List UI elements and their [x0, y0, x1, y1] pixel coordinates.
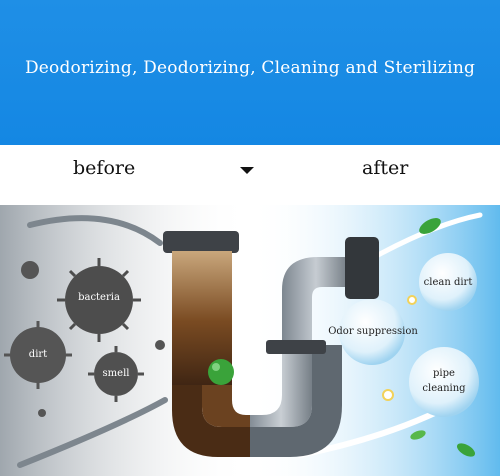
bubble-clean-dirt — [419, 253, 477, 311]
header-banner: Deodorizing, Deodorizing, Cleaning and S… — [0, 0, 500, 145]
pipe-inlet-collar — [163, 231, 239, 253]
before-after-illustration — [0, 205, 500, 476]
germ-small — [155, 340, 165, 350]
banner-title: Deodorizing, Deodorizing, Cleaning and S… — [24, 58, 476, 78]
benefit-label-clean-dirt: clean dirt — [423, 277, 473, 288]
germ-label-smell: smell — [102, 368, 130, 379]
clean-pipe-elbow — [282, 257, 350, 340]
germ-small — [21, 261, 39, 279]
leaf-icon — [456, 443, 476, 457]
pipe-outlet-collar — [345, 237, 379, 299]
benefit-label-odor-suppression: Odor suppression — [328, 326, 418, 337]
swoosh-arrow — [17, 397, 168, 468]
bubble-odor-suppression — [339, 299, 405, 365]
after-label: after — [362, 157, 409, 179]
germ-smell — [88, 346, 144, 402]
germ-bacteria — [57, 258, 141, 342]
caret-down-icon — [240, 167, 254, 174]
pipe-mid-collar — [266, 340, 326, 354]
benefit-label-pipe: pipe — [433, 368, 455, 379]
flower-icon — [407, 295, 417, 305]
cleaning-ball — [208, 359, 234, 385]
germ-dirt — [4, 321, 72, 389]
benefit-label-cleaning: cleaning — [422, 383, 466, 394]
flower-icon — [382, 389, 394, 401]
swoosh-arrow — [27, 215, 163, 246]
clean-pipe-bend — [250, 345, 312, 427]
leaf-icon — [410, 430, 426, 440]
bubble-pipe-cleaning — [409, 347, 479, 417]
pipe-u-bend — [172, 385, 250, 457]
leaf-icon — [419, 218, 441, 234]
germ-label-dirt: dirt — [28, 349, 48, 360]
germ-label-bacteria: bacteria — [78, 292, 120, 303]
before-label: before — [73, 157, 136, 179]
germ-small — [38, 409, 46, 417]
